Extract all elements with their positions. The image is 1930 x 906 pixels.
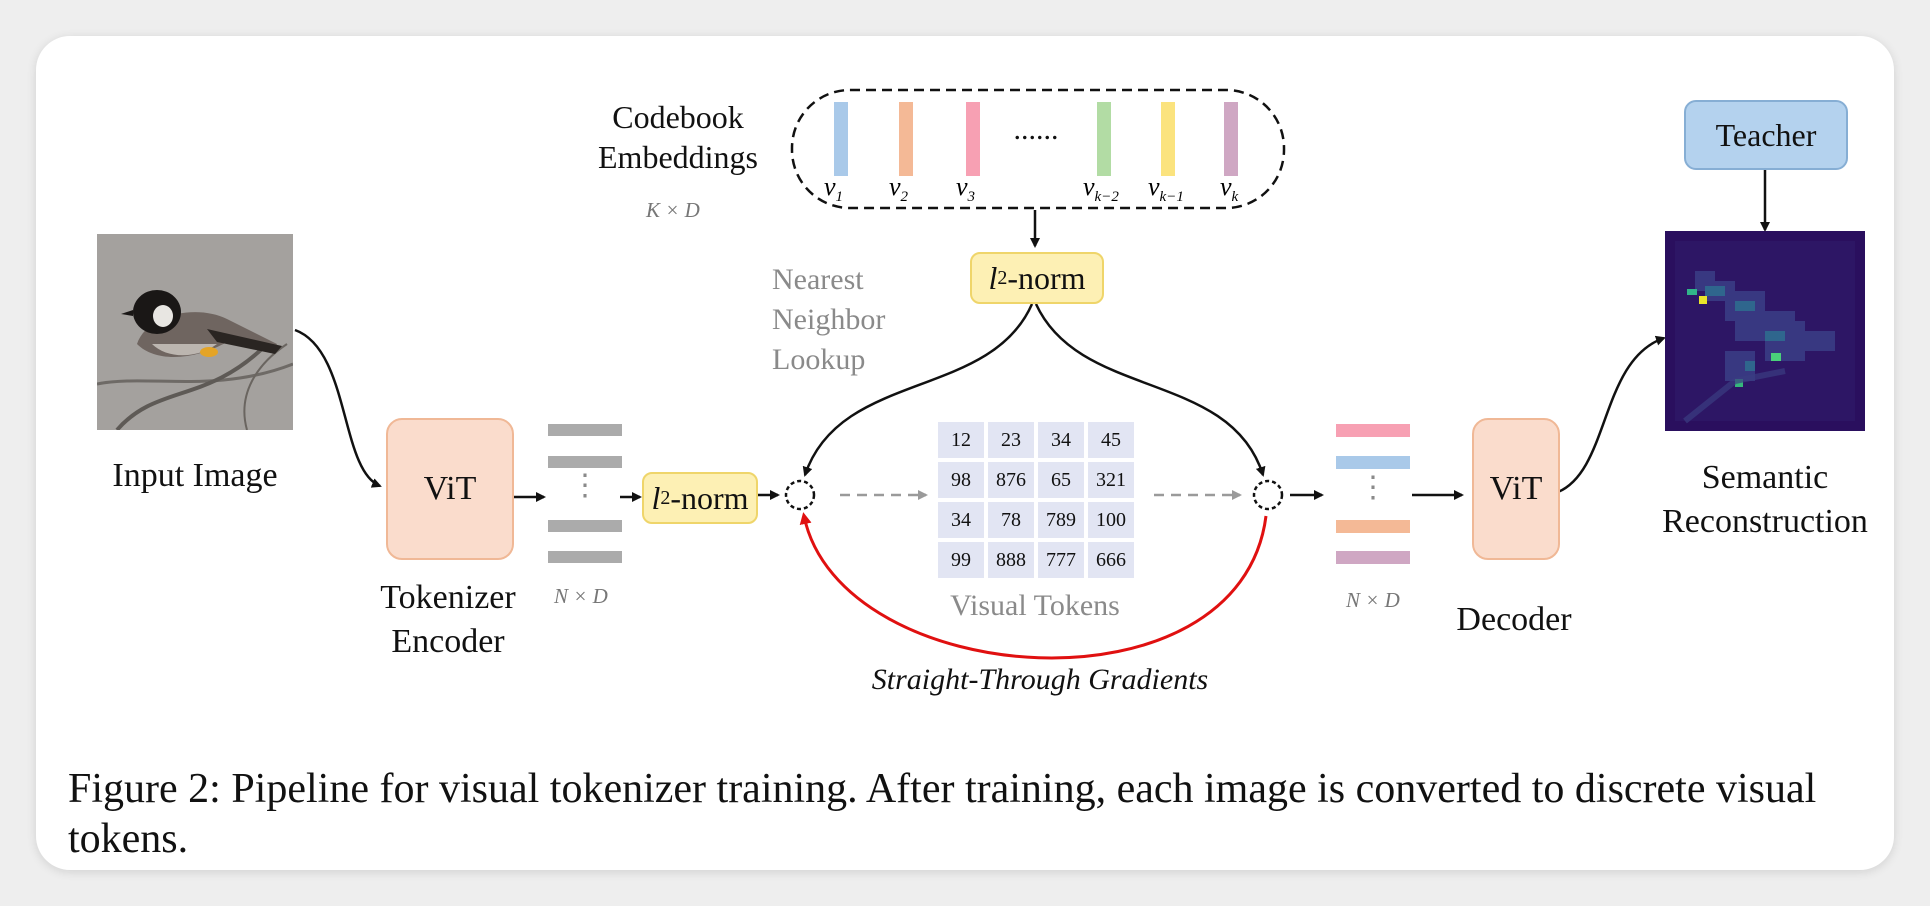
visual-token-cell: 23 bbox=[988, 422, 1034, 458]
decoder-label: Decoder bbox=[1456, 601, 1572, 638]
codebook-vector-label: vk−1 bbox=[1148, 172, 1184, 206]
arrow-decoder-to-output bbox=[1557, 335, 1666, 494]
codebook-vector-bar bbox=[1097, 102, 1111, 176]
decoder-token-bar bbox=[1336, 551, 1410, 564]
codebook-vector-label: v1 bbox=[824, 172, 844, 206]
encoder-token-bar bbox=[548, 520, 622, 532]
norm-left-sub: 2 bbox=[660, 486, 671, 509]
lookup-label-line1: Nearest bbox=[772, 263, 864, 296]
encoder-token-bar bbox=[548, 424, 622, 436]
encoder-label-line1: Tokenizer bbox=[380, 579, 516, 616]
encoder-vit-box: ViT bbox=[386, 418, 514, 560]
codebook-vector-bar bbox=[966, 102, 980, 176]
decoder-token-bar bbox=[1336, 456, 1410, 469]
codebook-vector-bar bbox=[1161, 102, 1175, 176]
codebook-dims: K × D bbox=[646, 198, 700, 222]
quantize-node-right bbox=[1252, 479, 1284, 511]
input-image bbox=[97, 234, 293, 430]
arrow-norm-to-output bbox=[1034, 303, 1266, 477]
teacher-box: Teacher bbox=[1684, 100, 1848, 170]
decoder-vit-box: ViT bbox=[1472, 418, 1560, 560]
gradient-label: Straight-Through Gradients bbox=[871, 663, 1209, 696]
visual-token-cell: 666 bbox=[1088, 542, 1134, 578]
codebook-vector-label: v2 bbox=[889, 172, 909, 206]
codebook-vector-bar bbox=[1224, 102, 1238, 176]
codebook-label-line1: Codebook bbox=[612, 99, 744, 135]
output-label-line1: Semantic bbox=[1701, 459, 1829, 496]
arrow-norm-to-lookup bbox=[802, 303, 1034, 477]
visual-token-cell: 65 bbox=[1038, 462, 1084, 498]
decoder-token-bar bbox=[1336, 520, 1410, 533]
visual-token-cell: 100 bbox=[1088, 502, 1134, 538]
codebook-vector-label: vk bbox=[1220, 172, 1239, 206]
visual-token-grid: 12 23 34 45 98 876 65 321 34 78 789 100 … bbox=[938, 422, 1134, 578]
visual-tokens-label: Visual Tokens bbox=[950, 589, 1120, 622]
encoder-vit-text: ViT bbox=[423, 470, 477, 507]
input-image-label: Input Image bbox=[112, 457, 278, 494]
arrow-straight-through-gradient bbox=[799, 512, 1268, 660]
encoder-label-line2: Encoder bbox=[391, 623, 505, 660]
quantize-node-left bbox=[784, 479, 816, 511]
visual-token-cell: 876 bbox=[988, 462, 1034, 498]
visual-token-cell: 34 bbox=[938, 502, 984, 538]
encoder-token-bar bbox=[548, 551, 622, 563]
norm-top-suffix: -norm bbox=[1007, 259, 1086, 296]
codebook-label-line2: Embeddings bbox=[598, 139, 758, 175]
encoder-token-bar bbox=[548, 456, 622, 468]
encoder-token-ellipsis: ⋮ bbox=[570, 469, 600, 502]
norm-left-l: l bbox=[651, 479, 661, 516]
encoder-dims: N × D bbox=[554, 584, 608, 608]
visual-token-cell: 789 bbox=[1038, 502, 1084, 538]
decoder-token-ellipsis: ⋮ bbox=[1358, 471, 1388, 504]
figure-caption: Figure 2: Pipeline for visual tokenizer … bbox=[68, 766, 1817, 863]
visual-token-cell: 321 bbox=[1088, 462, 1134, 498]
visual-token-cell: 99 bbox=[938, 542, 984, 578]
decoder-dims: N × D bbox=[1346, 588, 1400, 612]
norm-top-l: l bbox=[988, 259, 998, 296]
reconstruction-heatmap bbox=[1665, 231, 1865, 431]
visual-token-cell: 98 bbox=[938, 462, 984, 498]
teacher-text: Teacher bbox=[1715, 116, 1817, 153]
codebook-vector-bar bbox=[834, 102, 848, 176]
codebook-ellipsis: ...... bbox=[1013, 113, 1059, 146]
codebook-vector-label: vk−2 bbox=[1083, 172, 1119, 206]
decoder-token-bar bbox=[1336, 424, 1410, 437]
codebook-vector-bar bbox=[899, 102, 913, 176]
visual-token-cell: 34 bbox=[1038, 422, 1084, 458]
visual-token-cell: 45 bbox=[1088, 422, 1134, 458]
codebook-vector-label: v3 bbox=[956, 172, 976, 206]
output-label-line2: Reconstruction bbox=[1662, 503, 1868, 540]
decoder-vit-text: ViT bbox=[1489, 470, 1543, 507]
visual-token-cell: 888 bbox=[988, 542, 1034, 578]
visual-token-cell: 12 bbox=[938, 422, 984, 458]
lookup-label-line3: Lookup bbox=[772, 343, 866, 376]
codebook-container bbox=[790, 88, 1286, 210]
visual-token-cell: 777 bbox=[1038, 542, 1084, 578]
lookup-label-line2: Neighbor bbox=[772, 303, 886, 336]
arrow-image-to-encoder bbox=[294, 328, 382, 488]
norm-top-sub: 2 bbox=[997, 266, 1008, 289]
norm-left-suffix: -norm bbox=[670, 479, 749, 516]
visual-token-cell: 78 bbox=[988, 502, 1034, 538]
